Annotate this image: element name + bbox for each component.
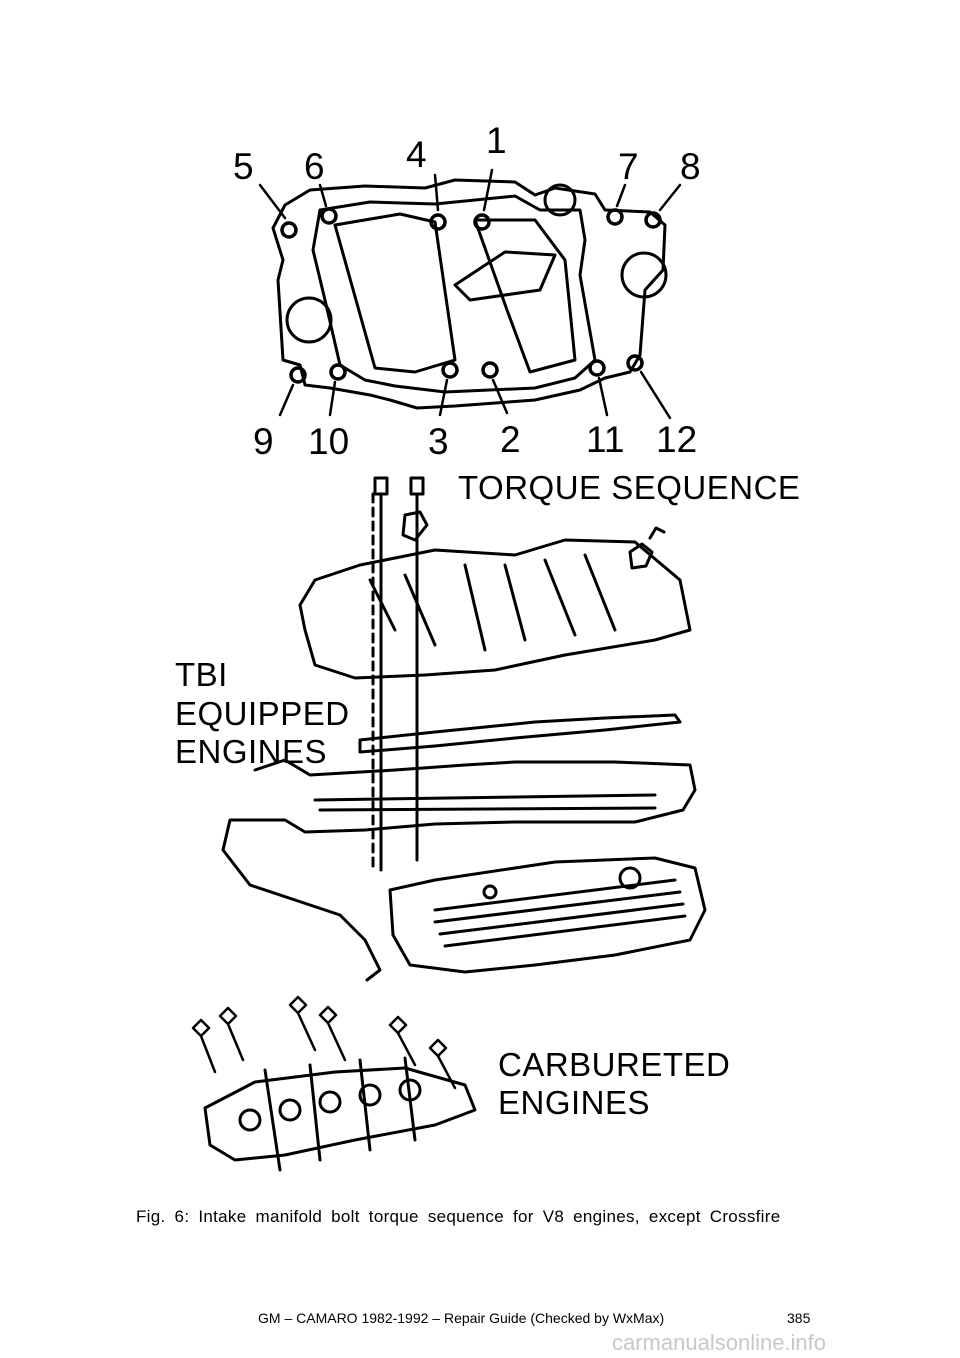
tbi-label-line2: EQUIPPED — [175, 695, 350, 732]
seq-number-4: 4 — [406, 134, 427, 175]
bolt-hole-2 — [481, 361, 499, 379]
tbi-bracket — [401, 510, 429, 542]
manifold-drawing — [191, 168, 707, 1172]
runner-center — [453, 250, 557, 302]
bolt-hole-9 — [289, 366, 307, 384]
bolt-hole-8 — [644, 211, 662, 229]
tbi-runners — [368, 553, 617, 652]
valve-cover — [388, 856, 707, 974]
carb-gasket — [203, 1066, 477, 1162]
carb-gasket-lines — [263, 1056, 417, 1172]
page-number: 385 — [787, 1310, 811, 1326]
seq-number-6: 6 — [304, 146, 325, 187]
engine-block-ports — [313, 793, 657, 812]
seq-number-3: 3 — [428, 421, 449, 462]
carb-gasket-ports — [238, 1078, 422, 1132]
manifold-top-outline — [271, 178, 667, 410]
tbi-gasket — [358, 713, 682, 754]
seq-number-5: 5 — [233, 146, 254, 187]
seq-number-10: 10 — [308, 421, 350, 462]
torque-sequence-label: TORQUE SEQUENCE — [458, 469, 801, 506]
bolt-hole-3 — [441, 361, 459, 379]
tbi-sensor — [628, 526, 666, 570]
tbi-label-line1: TBI — [175, 656, 228, 693]
figure-caption: Fig. 6: Intake manifold bolt torque sequ… — [136, 1207, 781, 1226]
bolt-hole-10 — [329, 363, 347, 381]
tbi-label-line3: ENGINES — [175, 733, 328, 770]
valve-cover-ribs — [433, 878, 687, 948]
runner-right — [473, 218, 577, 374]
carb-label-line1: CARBURETED — [498, 1046, 731, 1083]
bolt-hole-7 — [606, 208, 624, 226]
bolt-hole-12 — [626, 354, 644, 372]
seq-number-9: 9 — [253, 421, 274, 462]
bolt-hole-1 — [473, 213, 491, 231]
right-port-ring — [620, 251, 668, 299]
seq-number-8: 8 — [680, 146, 701, 187]
seq-number-1: 1 — [486, 120, 507, 161]
tbi-manifold-upper — [298, 538, 692, 680]
intake-manifold-figure: 5 6 4 1 7 8 9 10 3 2 11 12 TORQUE SEQUEN… — [135, 110, 800, 1185]
seq-number-7: 7 — [618, 146, 639, 187]
left-port-ring — [285, 296, 333, 344]
bolt-hole-11 — [588, 359, 606, 377]
valve-cover-bolt — [482, 884, 498, 900]
manifold-inner-outline — [311, 194, 597, 394]
seq-number-2: 2 — [500, 419, 521, 460]
runner-left — [333, 212, 457, 374]
bolt-hole-6 — [320, 207, 338, 225]
seq-number-11: 11 — [586, 419, 625, 460]
footer-title: GM – CAMARO 1982-1992 – Repair Guide (Ch… — [258, 1310, 665, 1326]
watermark: carmanualsonline.info — [612, 1330, 827, 1355]
thermostat-boss — [543, 183, 577, 217]
engine-block-top — [221, 758, 697, 982]
carb-bolts — [191, 995, 457, 1090]
bolt-hole-4 — [429, 213, 447, 231]
seq-number-12: 12 — [656, 419, 698, 460]
bolt-hole-5 — [280, 221, 298, 239]
valve-cover-cap — [618, 866, 642, 890]
carb-label-line2: ENGINES — [498, 1084, 651, 1121]
